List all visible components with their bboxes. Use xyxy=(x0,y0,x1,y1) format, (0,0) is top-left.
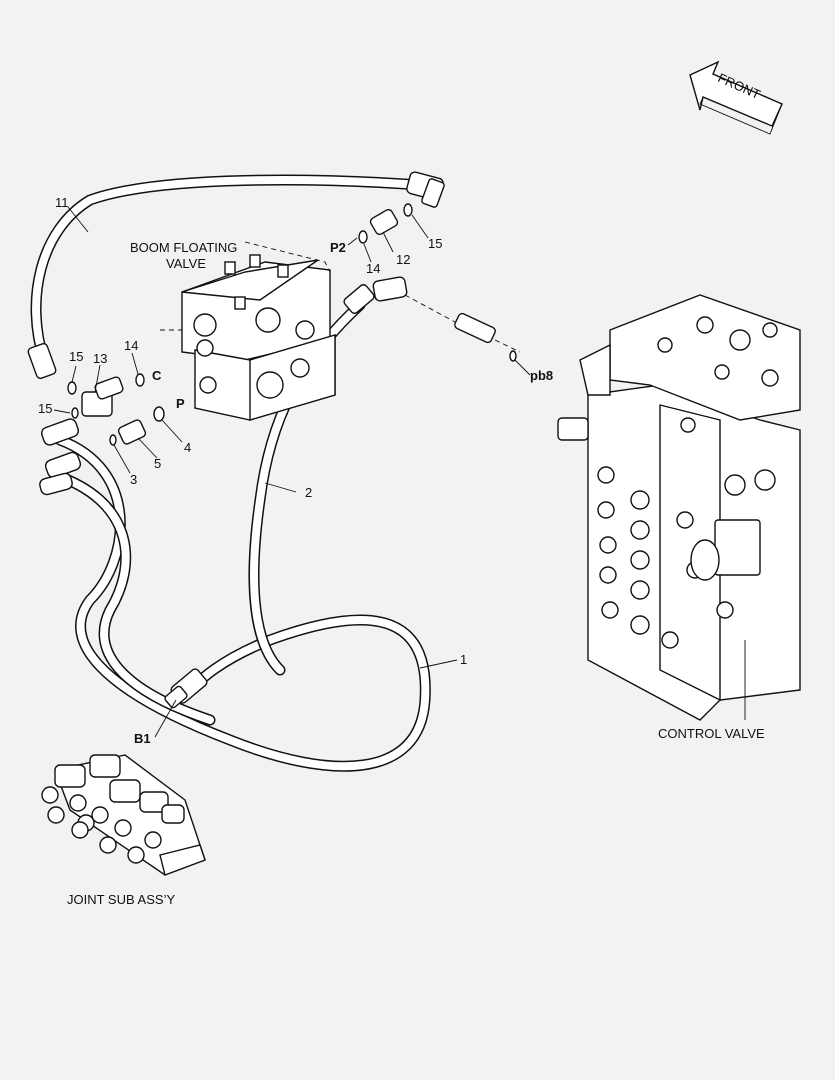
boom-floating-valve-label-line1: BOOM FLOATING xyxy=(130,240,237,255)
callout-11: 11 xyxy=(55,195,69,210)
front-arrow: FRONT xyxy=(689,60,783,135)
hose-11 xyxy=(27,171,445,380)
control-valve-spool-cap xyxy=(557,417,761,581)
callout-15-low: 15 xyxy=(38,401,52,416)
control-valve-bolts xyxy=(597,316,779,649)
callout-13: 13 xyxy=(93,351,107,366)
fitting-13 xyxy=(81,376,124,417)
callout-3: 3 xyxy=(130,472,137,487)
callout-4: 4 xyxy=(184,440,191,455)
callout-15-mid: 15 xyxy=(69,349,83,364)
callout-15-top: 15 xyxy=(428,236,442,251)
callout-14-mid: 14 xyxy=(124,338,138,353)
o-rings xyxy=(67,203,517,446)
leader-lines xyxy=(53,206,531,738)
fitting-12 xyxy=(369,208,399,236)
fitting-5 xyxy=(117,419,147,445)
hose-1 xyxy=(49,434,431,772)
callout-12: 12 xyxy=(396,252,410,267)
boom-floating-valve xyxy=(160,241,336,421)
port-pb8-label: pb8 xyxy=(530,368,553,383)
callout-14-top: 14 xyxy=(366,261,380,276)
joint-sub-assembly xyxy=(41,754,206,876)
control-valve xyxy=(557,294,801,721)
hose-end-fittings-left xyxy=(39,418,82,496)
port-p2-label: P2 xyxy=(330,240,346,255)
joint-sub-assy-label: JOINT SUB ASS’Y xyxy=(67,892,175,907)
callout-2: 2 xyxy=(305,485,312,500)
control-valve-label: CONTROL VALVE xyxy=(658,726,765,741)
port-p-label: P xyxy=(176,396,185,411)
callout-5: 5 xyxy=(154,456,161,471)
pb8-fitting xyxy=(404,294,521,353)
b1-fitting xyxy=(164,668,208,709)
port-b1-label: B1 xyxy=(134,731,151,746)
boom-floating-valve-label-line2: VALVE xyxy=(166,256,206,271)
port-c-label: C xyxy=(152,368,162,383)
callout-1: 1 xyxy=(460,652,467,667)
